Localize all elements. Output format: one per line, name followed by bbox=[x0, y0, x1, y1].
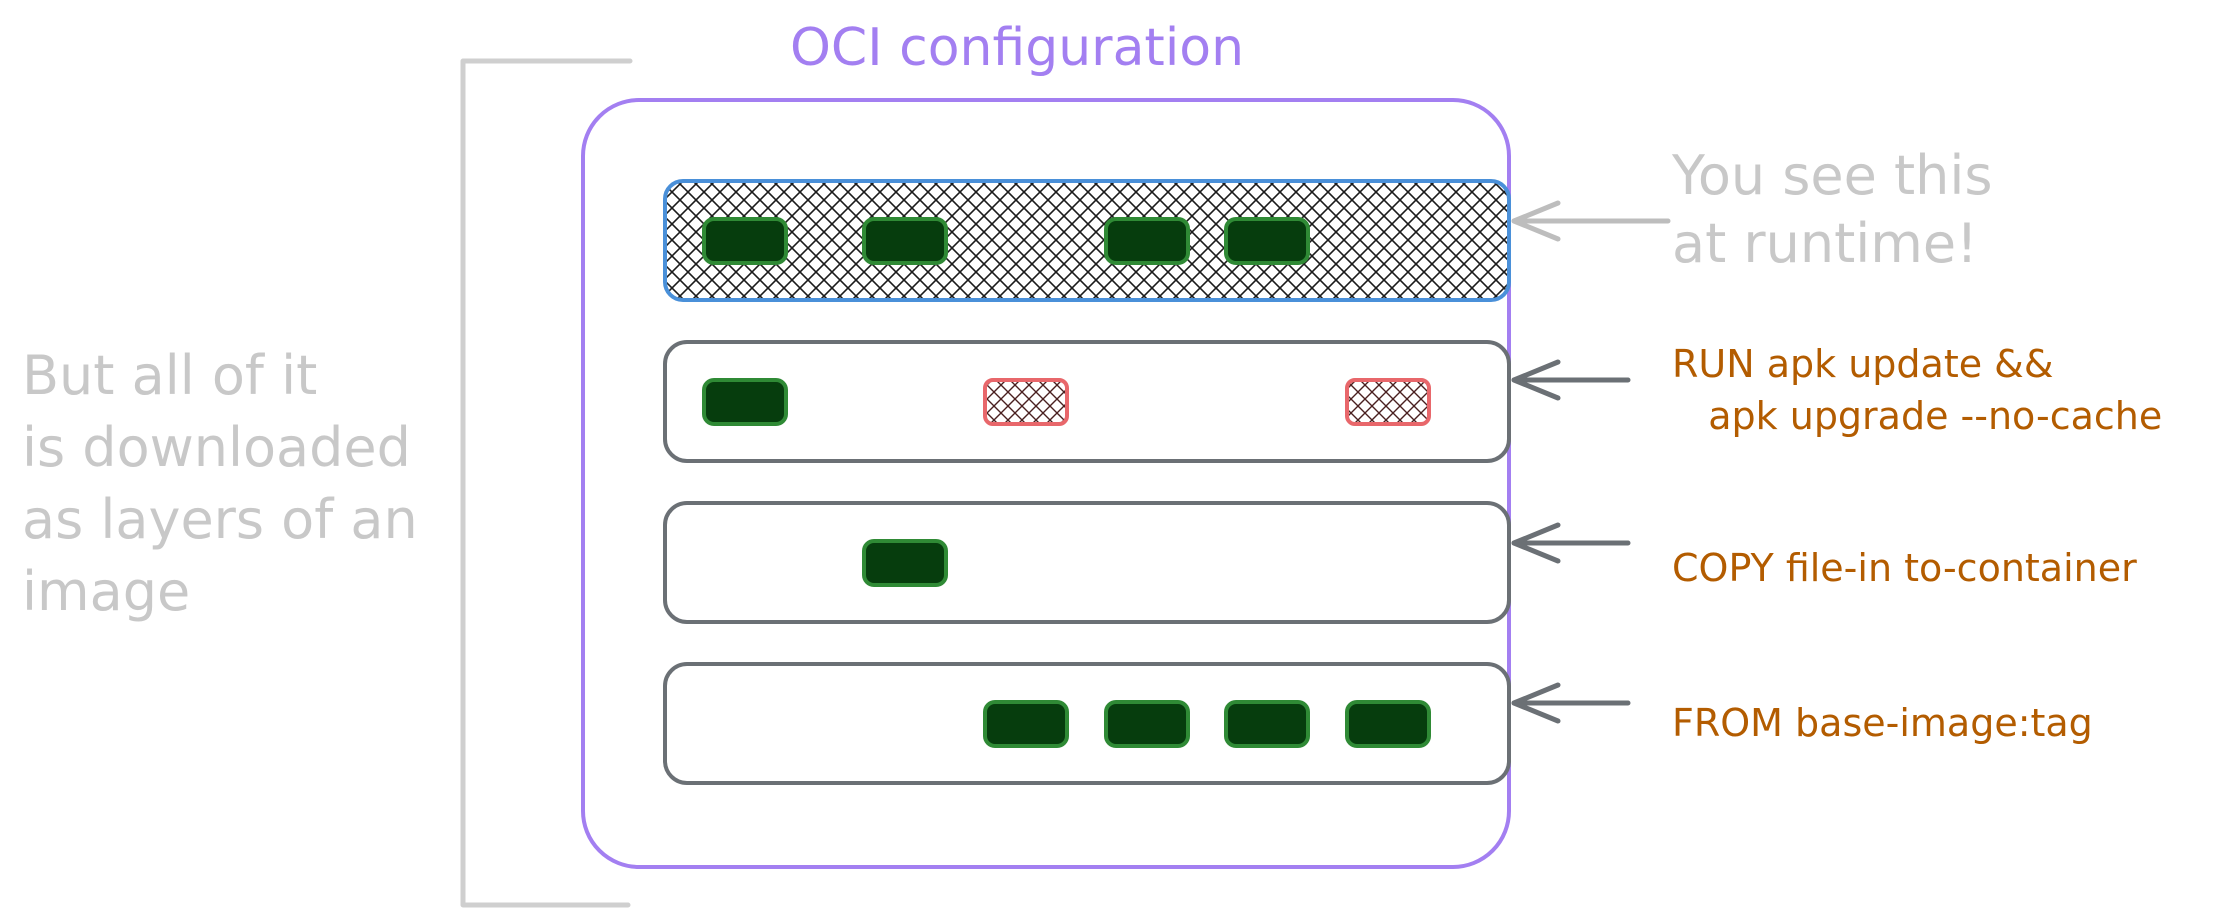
arrow-run bbox=[1511, 359, 1631, 401]
deleted-file-block bbox=[983, 378, 1069, 426]
oci-container bbox=[581, 98, 1511, 869]
from-layer bbox=[663, 662, 1511, 785]
from-command-label: FROM base-image:tag bbox=[1672, 701, 2093, 745]
file-block bbox=[1224, 700, 1310, 748]
file-block bbox=[1224, 217, 1310, 265]
copy-command-label: COPY file-in to-container bbox=[1672, 546, 2137, 590]
file-block bbox=[1345, 700, 1431, 748]
runtime-note: You see this at runtime! bbox=[1672, 144, 1993, 275]
copy-layer bbox=[663, 501, 1511, 624]
arrow-runtime bbox=[1511, 200, 1671, 242]
side-note: But all of it is downloaded as layers of… bbox=[22, 344, 418, 623]
file-block bbox=[983, 700, 1069, 748]
deleted-file-block bbox=[1345, 378, 1431, 426]
file-block bbox=[702, 378, 788, 426]
left-bracket bbox=[460, 58, 633, 908]
arrow-from bbox=[1511, 682, 1631, 724]
file-block bbox=[862, 217, 948, 265]
runtime-layer bbox=[663, 179, 1511, 302]
run-layer bbox=[663, 340, 1511, 463]
file-block bbox=[862, 539, 948, 587]
file-block bbox=[702, 217, 788, 265]
arrow-copy bbox=[1511, 522, 1631, 564]
file-block bbox=[1104, 700, 1190, 748]
file-block bbox=[1104, 217, 1190, 265]
run-command-label: RUN apk update && apk upgrade --no-cache bbox=[1672, 342, 2163, 438]
diagram-title: OCI configuration bbox=[790, 18, 1245, 78]
